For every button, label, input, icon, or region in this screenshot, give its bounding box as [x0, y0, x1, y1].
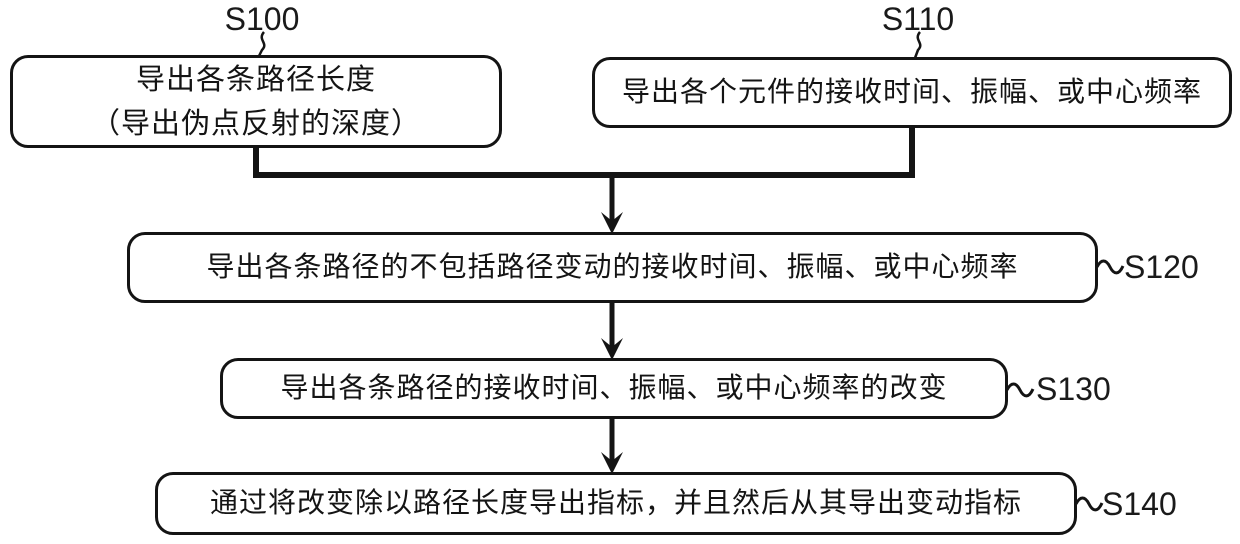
step-box-s130: 导出各条路径的接收时间、振幅、或中心频率的改变	[220, 358, 1008, 419]
step-text-s130: 导出各条路径的接收时间、振幅、或中心频率的改变	[280, 372, 948, 404]
step-text-s110: 导出各个元件的接收时间、振幅、或中心频率	[621, 76, 1202, 108]
step-box-s140: 通过将改变除以路径长度导出指标，并且然后从其导出变动指标	[155, 472, 1077, 535]
arrow-head-s130	[601, 338, 623, 360]
step-box-s120: 导出各条路径的不包括路径变动的接收时间、振幅、或中心频率	[127, 232, 1098, 303]
step-text-s140: 通过将改变除以路径长度导出指标，并且然后从其导出变动指标	[209, 487, 1022, 519]
step-text-s100-line1: 导出各条路径长度	[135, 63, 376, 96]
step-text-s120: 导出各条路径的不包括路径变动的接收时间、振幅、或中心频率	[206, 251, 1019, 283]
step-box-s110: 导出各个元件的接收时间、振幅、或中心频率	[592, 57, 1232, 128]
step-label-s100: S100	[224, 1, 300, 37]
step-label-s130: S130	[1036, 371, 1111, 407]
step-box-s100: 导出各条路径长度 （导出伪点反射的深度）	[10, 55, 502, 148]
step-label-s120: S120	[1124, 249, 1199, 285]
step-label-s140: S140	[1102, 486, 1177, 522]
tilde-squiggle-s130	[1005, 382, 1035, 398]
step-text-s100-line2: （导出伪点反射的深度）	[90, 107, 421, 140]
arrow-head-s140	[601, 452, 623, 474]
arrow-head-s120	[601, 212, 623, 234]
tilde-squiggle-s140	[1074, 496, 1104, 512]
step-label-s110: S110	[881, 1, 955, 37]
tilde-squiggle-s120	[1095, 259, 1125, 275]
